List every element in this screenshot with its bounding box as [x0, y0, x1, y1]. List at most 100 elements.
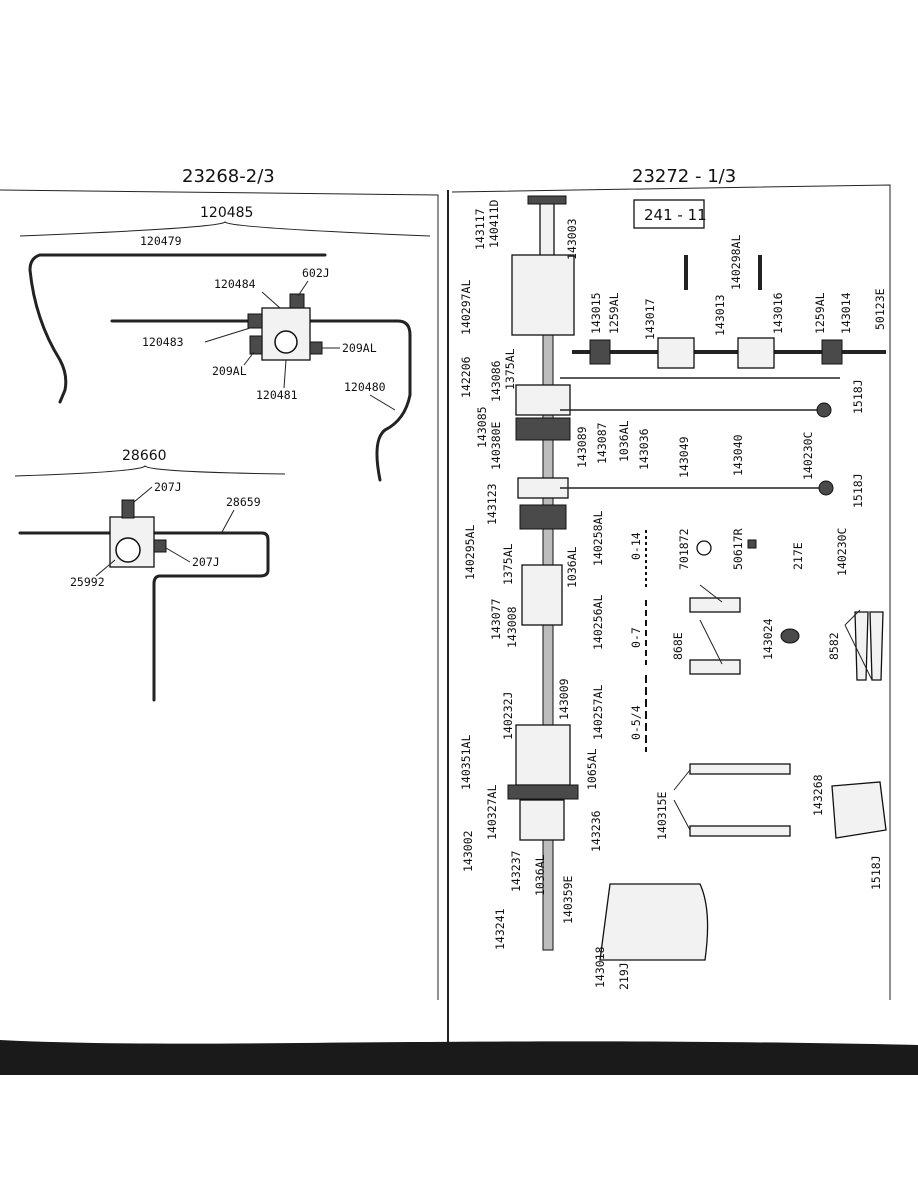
label-143236: 143236 — [589, 810, 603, 852]
label-1036AL-mid: 1036AL — [565, 546, 579, 588]
label-142206: 142206 — [459, 356, 473, 398]
leader-120480 — [369, 394, 396, 411]
label-143123: 143123 — [485, 483, 499, 525]
label-120480: 120480 — [344, 380, 386, 394]
label-25992: 25992 — [70, 575, 105, 589]
washer-701872 — [696, 540, 712, 556]
leader-868E-a — [699, 584, 723, 603]
shaft-top-disc-140411D — [527, 195, 567, 205]
leader-602J — [297, 280, 309, 297]
label-8582: 8582 — [827, 632, 841, 660]
flange-143237 — [507, 784, 579, 800]
sleeve-143016 — [737, 337, 775, 369]
leader-207J-side — [165, 547, 191, 563]
screw-207J-side — [153, 539, 167, 553]
label-143015: 143015 — [589, 292, 603, 334]
label-140327AL: 140327AL — [485, 785, 499, 840]
left-page-border — [0, 189, 439, 1000]
screw-602J — [289, 293, 305, 309]
sleeve-143017 — [657, 337, 695, 369]
label-1375AL-lower: 1375AL — [501, 543, 515, 585]
group-28660-title: 28660 — [122, 448, 167, 464]
label-209AL-left: 209AL — [212, 364, 247, 378]
label-602J: 602J — [302, 266, 330, 280]
joint-1518J-lower — [818, 480, 834, 496]
joint-1518J-upper — [816, 402, 832, 418]
leader-8582-b — [844, 624, 873, 681]
label-140359E: 140359E — [561, 875, 575, 924]
label-143009: 143009 — [557, 678, 571, 720]
leader-120483 — [204, 327, 251, 343]
label-140257AL: 140257AL — [591, 685, 605, 740]
label-219J: 219J — [617, 962, 631, 990]
label-207J-top: 207J — [154, 480, 182, 494]
gauge-0-7: 0-7 — [629, 627, 643, 648]
label-209AL-right: 209AL — [342, 341, 377, 355]
rod-28659 — [18, 531, 270, 702]
group-28660-brace — [14, 465, 286, 477]
collar-143089 — [515, 417, 571, 441]
label-140298AL: 140298AL — [729, 235, 743, 290]
label-1375AL-upper: 1375AL — [503, 348, 517, 390]
label-1259AL-right: 1259AL — [813, 292, 827, 334]
bolt-868E-b — [689, 659, 741, 675]
leader-120484 — [261, 291, 281, 309]
label-50617R: 50617R — [731, 528, 745, 570]
label-143241: 143241 — [493, 908, 507, 950]
label-868E: 868E — [671, 632, 685, 660]
block-120481-hole — [274, 330, 298, 354]
label-143077: 143077 — [489, 598, 503, 640]
label-50123E: 50123E — [873, 288, 887, 330]
screw-209AL-right — [309, 341, 323, 355]
leader-28659 — [221, 509, 235, 533]
binding-band — [0, 1040, 918, 1075]
label-143013: 143013 — [713, 294, 727, 336]
label-143017: 143017 — [643, 298, 657, 340]
pin-8582-a — [854, 611, 869, 681]
block-25992-hole — [115, 537, 141, 563]
bolt-868E-a — [689, 597, 741, 613]
screw-207J-top — [121, 499, 135, 519]
label-143024: 143024 — [761, 618, 775, 660]
right-page-header: 23272 - 1/3 — [632, 166, 736, 187]
label-120484: 120484 — [214, 277, 256, 291]
leader-868E-b — [699, 619, 723, 665]
rod-120480 — [110, 319, 412, 482]
shaft-sleeve-upper — [511, 254, 575, 336]
nut-50617R — [747, 539, 757, 549]
label-143018: 143018 — [593, 946, 607, 988]
collar-120483 — [247, 313, 263, 329]
label-120479: 120479 — [140, 234, 182, 248]
label-701872: 701872 — [677, 528, 691, 570]
label-140295AL: 140295AL — [463, 525, 477, 580]
pin-8582-b — [869, 611, 884, 681]
label-143087: 143087 — [595, 422, 609, 464]
label-120483: 120483 — [142, 335, 184, 349]
label-143237: 143237 — [509, 850, 523, 892]
label-140380E: 140380E — [489, 421, 503, 470]
screw-140315E-b — [689, 825, 791, 837]
nut-143024 — [780, 628, 800, 644]
gear-143015 — [589, 339, 611, 365]
label-143003: 143003 — [565, 218, 579, 260]
label-1036AL-upper: 1036AL — [617, 420, 631, 462]
leader-140315E-a — [673, 769, 691, 791]
label-143049: 143049 — [677, 436, 691, 478]
group-120485-title: 120485 — [200, 205, 253, 221]
screw-209AL-left — [249, 335, 263, 355]
leader-140315E-b — [673, 799, 691, 831]
group-120485-brace — [19, 221, 431, 237]
sleeve-143008 — [521, 564, 563, 626]
label-143008: 143008 — [505, 606, 519, 648]
right-page-border — [451, 184, 891, 1000]
label-140256AL: 140256AL — [591, 595, 605, 650]
reference-box-label: 241 - 11 — [644, 206, 707, 224]
leader-209AL-left — [243, 351, 255, 366]
label-1259AL-left: 1259AL — [607, 292, 621, 334]
label-1518J-clamp: 1518J — [869, 855, 883, 890]
leader-8582-a — [844, 609, 861, 626]
leader-120481 — [283, 359, 287, 389]
label-143086: 143086 — [489, 360, 503, 402]
reference-box — [633, 199, 705, 229]
gear-143014 — [821, 339, 843, 365]
